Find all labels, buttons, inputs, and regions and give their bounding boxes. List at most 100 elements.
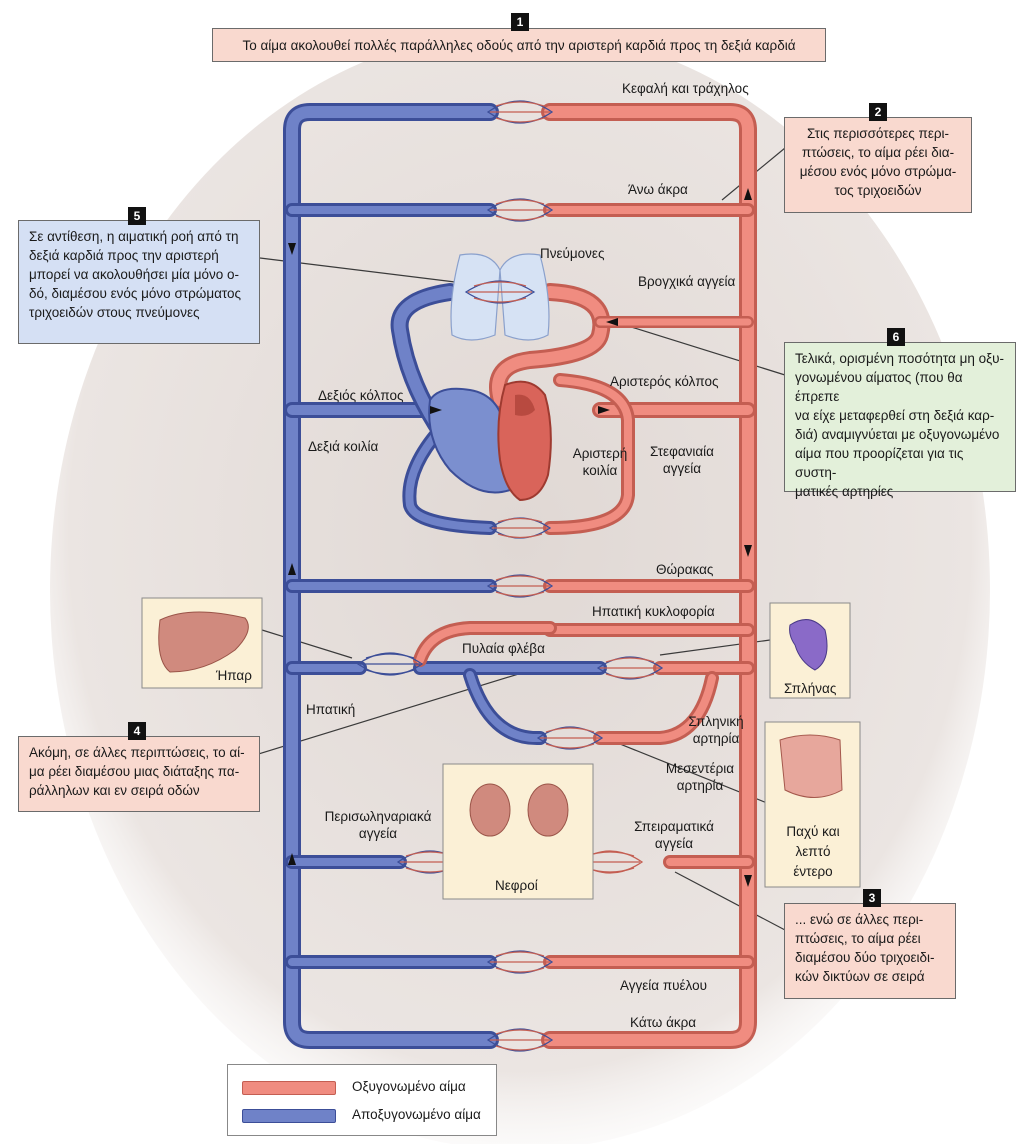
label-hepatic-circulation: Ηπατική κυκλοφορία [592, 604, 715, 619]
label-lungs: Πνεύμονες [540, 246, 605, 261]
callout-3-line-2: πτώσεις, το αίμα ρέει [795, 931, 921, 946]
kidney-right-icon [527, 783, 569, 837]
capillary-coronary [488, 517, 552, 539]
callout-4-number: 4 [128, 722, 146, 740]
callout-4: Ακόμη, σε άλλες περιπτώσεις, το αί- μα ρ… [18, 736, 260, 812]
label-splenic-artery: Σπληνική αρτηρία [676, 713, 756, 747]
capillary-spleen [596, 656, 664, 680]
arrow-right-heart-2 [598, 406, 610, 414]
liver-icon [158, 611, 249, 673]
capillary-nets [356, 100, 664, 1052]
callout-2-line-3: μέσου ενός μόνο στρώμα- [799, 164, 957, 179]
connector-3 [674, 871, 786, 931]
label-left-ventricle: Αριστερή κοιλία [568, 445, 632, 479]
connector-liver [261, 629, 353, 659]
label-coronary-2: αγγεία [662, 461, 702, 476]
capillary-intestine [536, 726, 604, 750]
label-mesenteric-artery-2: αρτηρία [676, 778, 724, 793]
callout-4-line-2: μα ρέει διαμέσου μιας διάταξης πα- [29, 764, 240, 779]
label-spleen: Σπλήνας [784, 681, 837, 696]
heart-circuit [284, 283, 756, 535]
legend-swatch-oxygenated [242, 1081, 336, 1095]
label-portal-vein: Πυλαία φλέβα [462, 641, 545, 656]
label-glomerular: Σπειραματικά αγγεία [624, 818, 724, 852]
label-pelvic: Αγγεία πυέλου [620, 978, 707, 993]
capillary-lungs [464, 280, 536, 304]
arrow-up-left-2 [288, 853, 296, 865]
label-glomerular-1: Σπειραματικά [634, 819, 714, 834]
arrow-down-right-2 [744, 875, 752, 887]
label-splenic-artery-1: Σπληνική [688, 714, 744, 729]
label-splenic-artery-2: αρτηρία [692, 731, 740, 746]
callout-5: Σε αντίθεση, η αιματική ροή από τη δεξιά… [18, 220, 260, 344]
vessels [283, 103, 757, 1049]
callout-3-line-4: κών δικτύων σε σειρά [795, 969, 925, 984]
label-intestine-2: λεπτό [795, 844, 831, 859]
label-coronary-1: Στεφανιαία [650, 444, 714, 459]
label-suprarenal: Περισωληναριακά αγγεία [318, 808, 438, 842]
label-liver: Ήπαρ [216, 668, 252, 683]
capillary-pelvic [486, 950, 554, 974]
callout-6-line-3: να είχε μεταφερθεί στη δεξιά καρ- [795, 408, 995, 423]
callout-1-number: 1 [511, 13, 529, 31]
callout-1: Το αίμα ακολουθεί πολλές παράλληλες οδού… [212, 28, 826, 62]
label-left-ventricle-2: κοιλία [582, 463, 618, 478]
callout-4-line-3: ράλληλων και εν σειρά οδών [29, 783, 200, 798]
spleen-icon [789, 619, 828, 671]
capillary-lower-limbs [486, 1028, 554, 1052]
capillary-liver [356, 652, 424, 676]
callout-5-line-4: δό, διαμέσου ενός μόνο στρώματος [29, 286, 242, 301]
callout-5-number: 5 [128, 207, 146, 225]
arrow-left-bronchial [606, 318, 618, 326]
callout-6-line-6: ματικές αρτηρίες [795, 484, 894, 499]
capillary-head-neck [486, 100, 554, 124]
callout-3-line-1: ... ενώ σε άλλες περι- [795, 912, 924, 927]
label-hepatic: Ηπατική [306, 702, 356, 717]
callout-6-line-1: Τελικά, ορισμένη ποσότητα μη οξυ- [795, 351, 1005, 366]
arrow-up-left [288, 563, 296, 575]
legend: Οξυγονωμένο αίμα Αποξυγονωμένο αίμα [227, 1064, 497, 1136]
flow-arrows [288, 188, 752, 887]
label-lower-limbs: Κάτω άκρα [630, 1015, 697, 1030]
label-upper-limbs: Άνω άκρα [628, 182, 688, 197]
capillary-upper-limbs [486, 198, 554, 222]
label-suprarenal-2: αγγεία [358, 826, 398, 841]
legend-deoxygenated: Αποξυγονωμένο αίμα [352, 1107, 481, 1122]
callout-5-line-5: τριχοειδών στους πνεύμονες [29, 305, 200, 320]
callout-2: Στις περισσότερες περι- πτώσεις, το αίμα… [784, 117, 972, 213]
legend-oxygenated: Οξυγονωμένο αίμα [352, 1079, 466, 1094]
label-glomerular-2: αγγεία [654, 836, 694, 851]
label-suprarenal-1: Περισωληναριακά [324, 809, 432, 824]
arrow-right-heart [430, 406, 442, 414]
callout-5-line-2: δεξιά καρδιά προς την αριστερή [29, 248, 219, 263]
callout-2-line-1: Στις περισσότερες περι- [806, 126, 950, 141]
label-right-ventricle: Δεξιά κοιλία [308, 439, 379, 454]
arrow-down-right [744, 545, 752, 557]
callout-4-line-1: Ακόμη, σε άλλες περιπτώσεις, το αί- [29, 745, 245, 760]
callout-6-line-5: αίμα που προορίζεται για τις συστη- [795, 446, 964, 480]
label-coronary: Στεφανιαία αγγεία [642, 443, 722, 477]
kidney-left-icon [469, 783, 511, 837]
callout-5-line-1: Σε αντίθεση, η αιματική ροή από τη [29, 229, 239, 244]
callout-3: ... ενώ σε άλλες περι- πτώσεις, το αίμα … [784, 903, 956, 999]
callout-6-number: 6 [887, 328, 905, 346]
label-mesenteric-artery: Μεσεντέρια αρτηρία [650, 760, 750, 794]
label-intestine: Παχύ και λεπτό έντερο [768, 822, 858, 882]
callout-1-text: Το αίμα ακολουθεί πολλές παράλληλες οδού… [242, 38, 796, 53]
picture-boxes [141, 597, 861, 900]
callout-6-line-2: γονωμένου αίματος (που θα έπρεπε [795, 370, 963, 404]
callout-2-number: 2 [869, 103, 887, 121]
label-left-atrium: Αριστερός κόλπος [610, 374, 719, 389]
label-intestine-3: έντερο [793, 864, 833, 879]
callout-6: Τελικά, ορισμένη ποσότητα μη οξυ- γονωμέ… [784, 342, 1016, 499]
callout-3-line-3: διαμέσου δύο τριχοειδι- [795, 950, 935, 965]
callout-5-line-3: μπορεί να ακολουθήσει μία μόνο ο- [29, 267, 239, 282]
label-thorax: Θώρακας [656, 562, 714, 577]
callout-3-number: 3 [863, 889, 881, 907]
label-left-ventricle-1: Αριστερή [572, 446, 628, 461]
intestine-icon [779, 734, 843, 798]
arrow-up-right [744, 188, 752, 200]
label-intestine-1: Παχύ και [786, 824, 840, 839]
label-head-neck: Κεφαλή και τράχηλος [622, 81, 749, 96]
